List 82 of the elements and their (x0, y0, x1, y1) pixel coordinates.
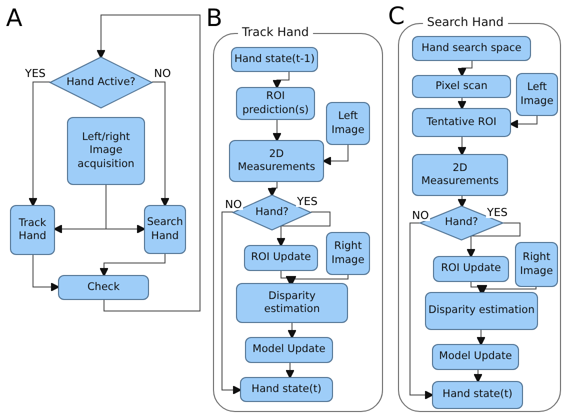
arrow (458, 136, 466, 156)
panel-letter: C (388, 4, 405, 28)
process-box (516, 73, 558, 116)
arrow (410, 222, 434, 400)
process-box (231, 47, 318, 72)
process-box (326, 102, 370, 145)
process-box (229, 140, 324, 182)
arrow (152, 82, 170, 206)
edge-label: NO (153, 68, 172, 79)
node-text: Hand state(t) (252, 382, 322, 396)
process-box (412, 36, 531, 61)
process-box (412, 108, 511, 137)
node-text: Hand Active? (66, 76, 136, 90)
node-text: Left Image (520, 81, 554, 108)
node-text: Track Hand (18, 216, 48, 244)
edge-label: NO (224, 199, 243, 210)
process-box (326, 232, 370, 275)
node-text: ROI Update (250, 251, 312, 265)
arrow (106, 184, 146, 234)
process-box (58, 275, 149, 300)
node-text: ROI prediction(s) (241, 90, 310, 117)
process-box (432, 344, 519, 370)
decision-diamond (50, 57, 152, 108)
node-text: Tentative ROI (426, 116, 496, 130)
arrow (96, 14, 200, 312)
process-box (432, 381, 523, 409)
node-text: Left Image (330, 110, 366, 137)
process-box (425, 292, 538, 330)
arrow (458, 60, 472, 76)
arrow (286, 362, 294, 378)
edge-label: YES (24, 68, 47, 79)
node-text: Check (87, 280, 120, 294)
arrow (32, 254, 60, 292)
node-text: 2D Measurements (420, 162, 500, 188)
arrow (322, 144, 348, 166)
edge-label: YES (296, 196, 319, 207)
node-text: Hand search space (421, 42, 522, 56)
node-text: Pixel scan (436, 80, 488, 94)
node-text: Right Image (330, 240, 366, 267)
node-text: Disparity estimation (263, 290, 321, 316)
process-box (236, 87, 315, 120)
process-box (144, 205, 186, 254)
process-box (244, 245, 318, 271)
panel-letter: B (206, 6, 222, 30)
node-text: Hand? (444, 216, 478, 230)
arrow (276, 212, 330, 246)
node-text: ROI Update (440, 262, 502, 276)
process-box (236, 283, 348, 323)
process-box (10, 205, 55, 255)
process-box (412, 154, 508, 196)
node-text: Hand state(t-1) (234, 52, 315, 66)
arrow (28, 82, 50, 206)
edge-label: NO (411, 210, 430, 221)
node-text: Search Hand (146, 216, 184, 243)
node-text: Model Update (252, 343, 326, 357)
node-text: Model Update (439, 350, 512, 364)
arrow (458, 98, 466, 110)
node-text: Left/right Image acquisition (76, 131, 136, 171)
arrow (268, 182, 278, 196)
arrow (222, 212, 242, 394)
process-box (433, 256, 509, 282)
node-text: 2D Measurements (236, 148, 316, 174)
node-text: Right Image (519, 251, 554, 278)
arrow (100, 254, 166, 276)
process-box (67, 117, 145, 185)
process-box (240, 377, 333, 402)
process-box (245, 337, 333, 363)
arrow (272, 120, 282, 142)
process-box (412, 75, 511, 98)
arrow (476, 330, 486, 346)
arrow (510, 116, 538, 128)
node-text: Hand? (255, 206, 289, 220)
panel-letter: A (6, 6, 22, 30)
edge-label: YES (486, 207, 509, 218)
node-text: Hand state(t) (442, 388, 512, 402)
arrow (288, 322, 296, 338)
arrow (458, 196, 466, 208)
process-box (515, 242, 558, 287)
arrow (466, 222, 520, 258)
node-text: Disparity estimation (428, 304, 535, 318)
arrow (474, 370, 482, 382)
arrow (272, 72, 290, 88)
